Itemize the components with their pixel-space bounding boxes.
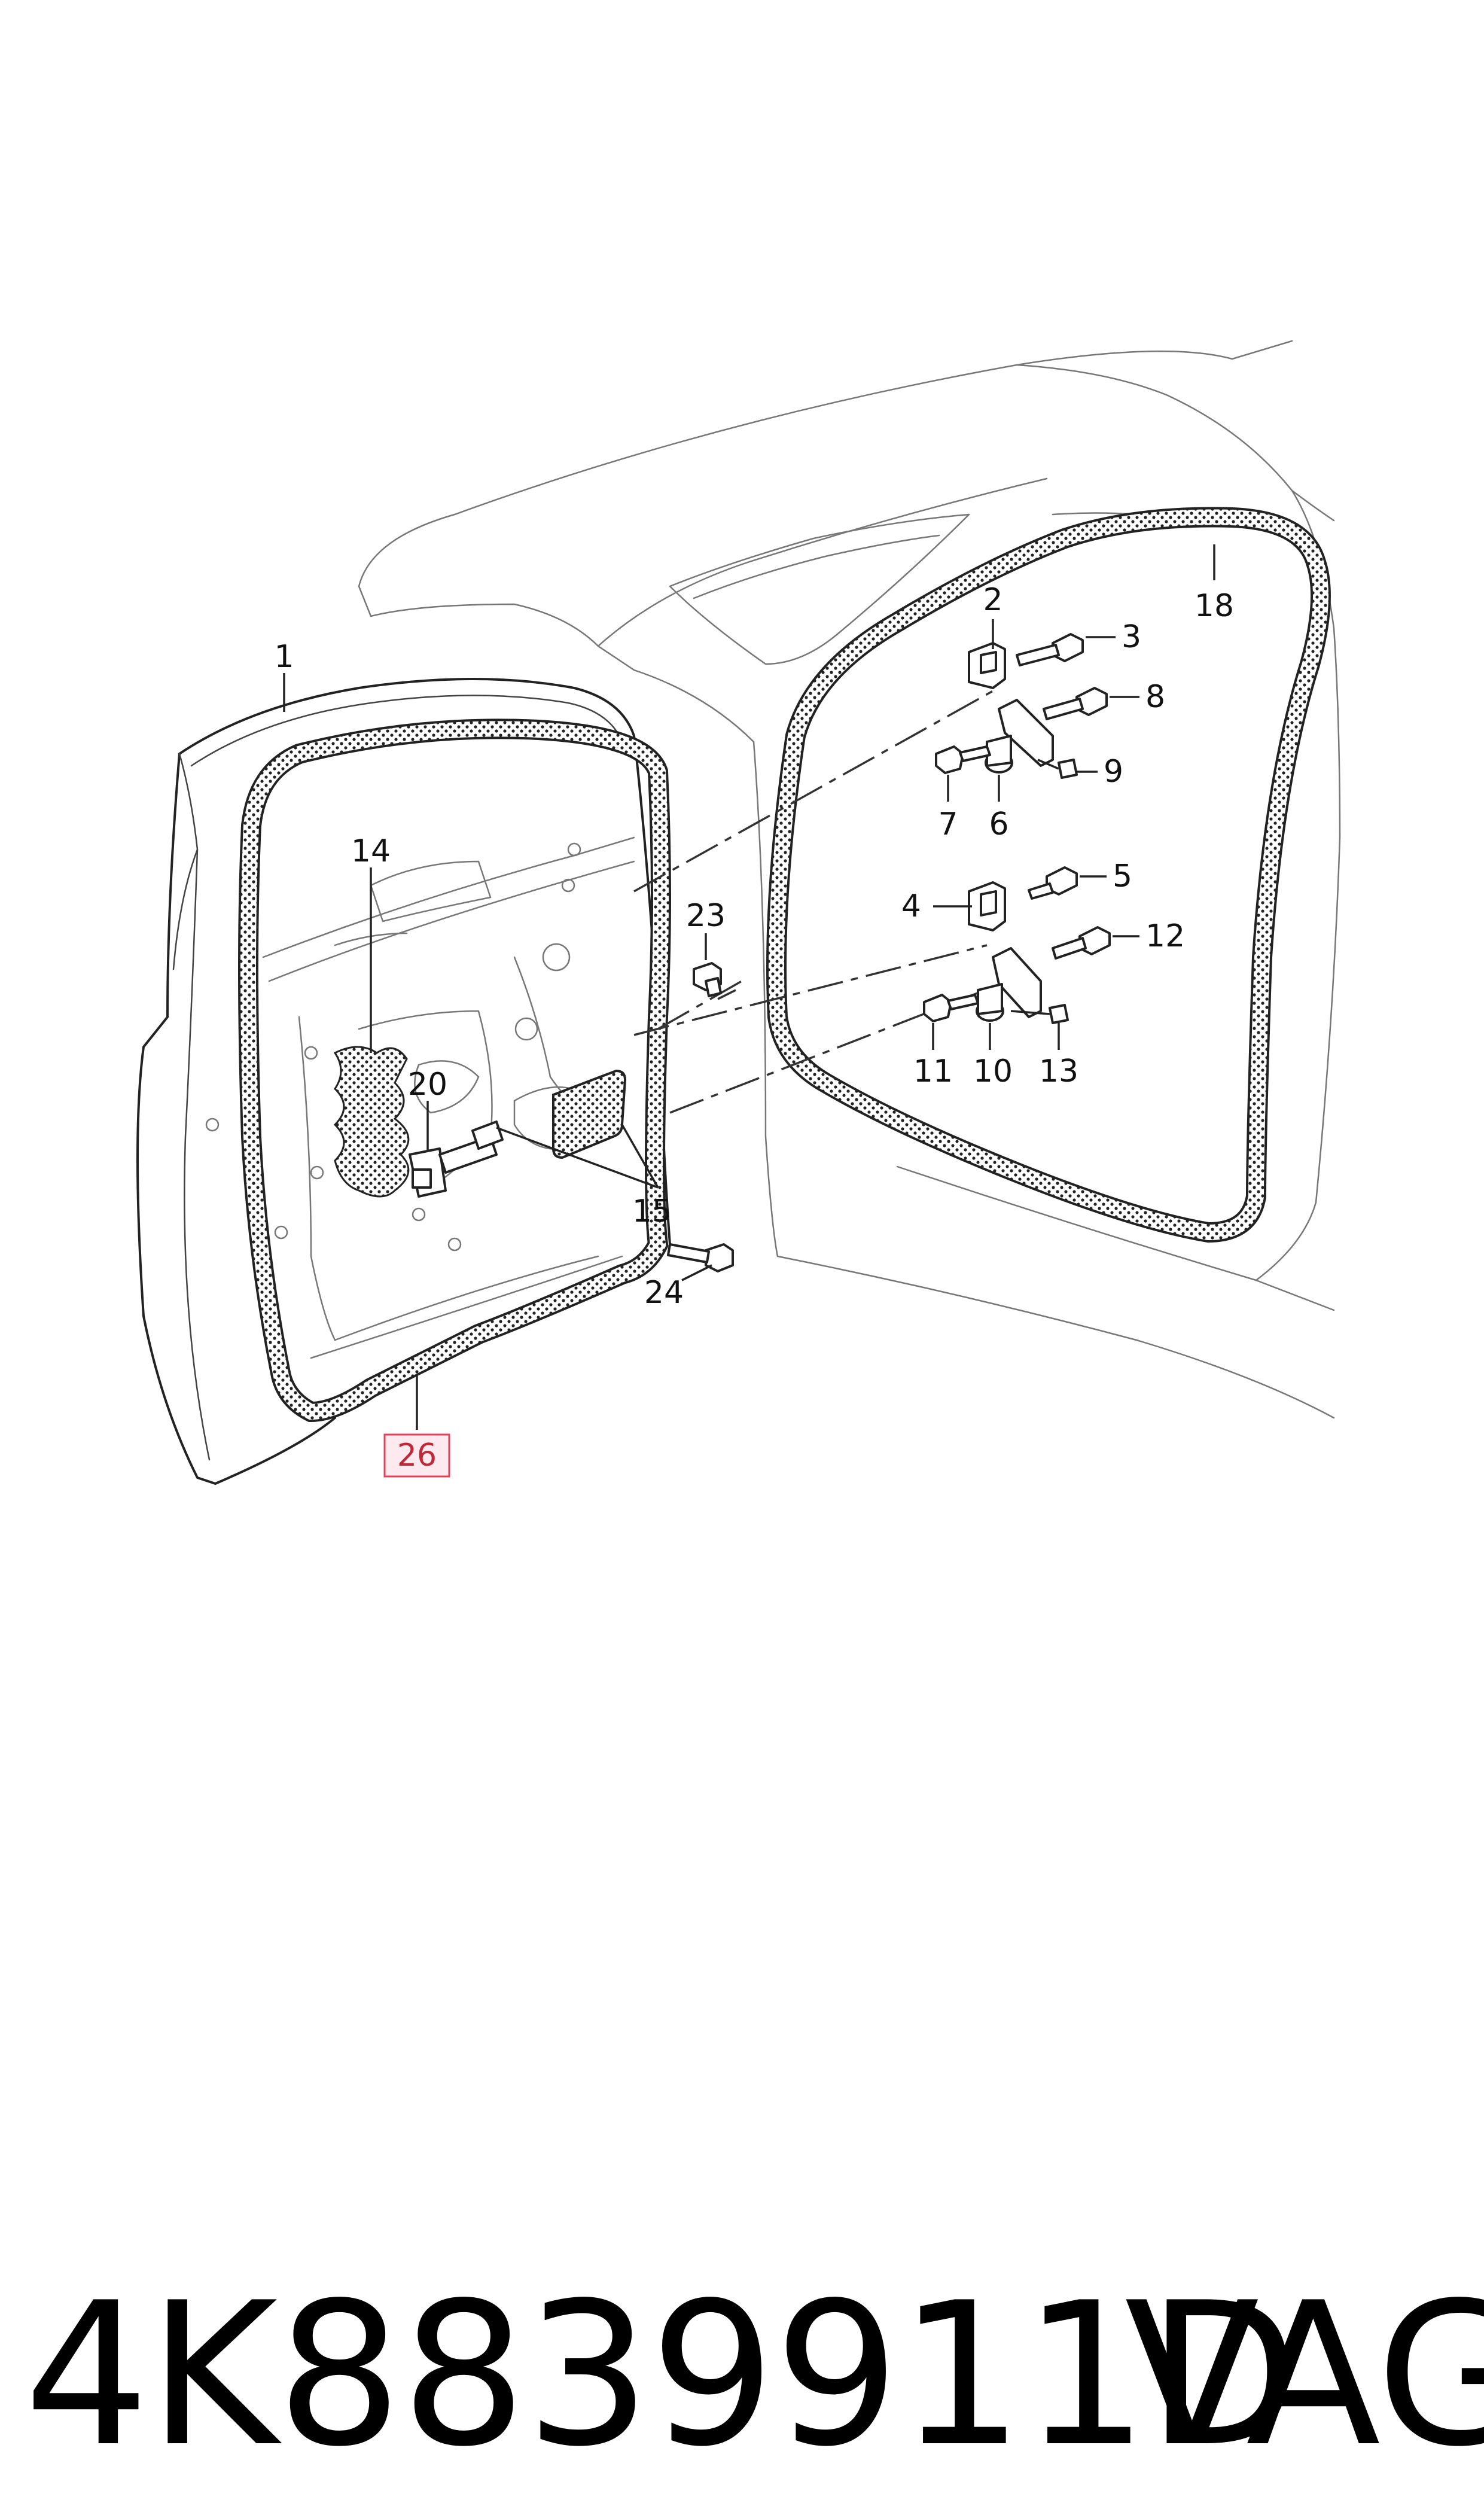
door-opening-seal bbox=[766, 507, 1331, 1243]
callout-10: 10 bbox=[973, 1054, 1013, 1089]
callout-23: 23 bbox=[686, 898, 726, 934]
callout-18: 18 bbox=[1194, 588, 1234, 624]
callout-12: 12 bbox=[1145, 918, 1185, 954]
callout-7: 7 bbox=[938, 806, 958, 842]
highlight-box-26 bbox=[383, 1433, 450, 1478]
callout-4: 4 bbox=[901, 888, 921, 924]
door-seal bbox=[238, 718, 671, 1423]
bolt-5-icon bbox=[1028, 866, 1078, 900]
bolt-11-icon bbox=[923, 994, 979, 1022]
car-body-outline bbox=[358, 340, 1341, 1419]
callout-3: 3 bbox=[1122, 619, 1141, 655]
callout-2: 2 bbox=[983, 582, 1002, 618]
callout-6: 6 bbox=[989, 806, 1008, 842]
bolt-23-icon bbox=[693, 962, 722, 997]
bolt-8-icon bbox=[1043, 687, 1108, 720]
lower-hinge-group bbox=[923, 866, 1111, 1024]
callout-1: 1 bbox=[274, 639, 294, 675]
footer-part-number: 4K8839911D bbox=[24, 2260, 1299, 2490]
callout-26: 26 bbox=[397, 1438, 437, 1473]
door-shell bbox=[136, 678, 671, 1485]
callout-13: 13 bbox=[1039, 1054, 1078, 1089]
callout-15: 15 bbox=[632, 1193, 672, 1229]
upper-hinge-group bbox=[935, 633, 1108, 779]
sealing-plate bbox=[552, 1069, 627, 1159]
callout-14: 14 bbox=[351, 833, 391, 869]
callout-8: 8 bbox=[1145, 679, 1165, 715]
callout-5: 5 bbox=[1113, 858, 1132, 894]
footer-brand: VAG bbox=[1125, 2260, 1484, 2490]
bolt-24-icon bbox=[667, 1243, 734, 1272]
callout-11: 11 bbox=[913, 1054, 953, 1089]
callout-20: 20 bbox=[408, 1067, 447, 1103]
callout-9: 9 bbox=[1104, 754, 1123, 790]
callout-labels: 1 2 3 4 5 6 7 8 9 10 11 12 13 14 15 18 2… bbox=[274, 582, 1234, 1478]
door-check-strap bbox=[409, 1121, 504, 1198]
sound-insulation-pad bbox=[333, 1046, 410, 1198]
callout-24: 24 bbox=[644, 1275, 684, 1311]
bolt-12-icon bbox=[1052, 926, 1111, 960]
bolt-7-icon bbox=[935, 745, 991, 774]
bolt-3-icon bbox=[1016, 633, 1084, 666]
leader-lines bbox=[283, 544, 1215, 1430]
